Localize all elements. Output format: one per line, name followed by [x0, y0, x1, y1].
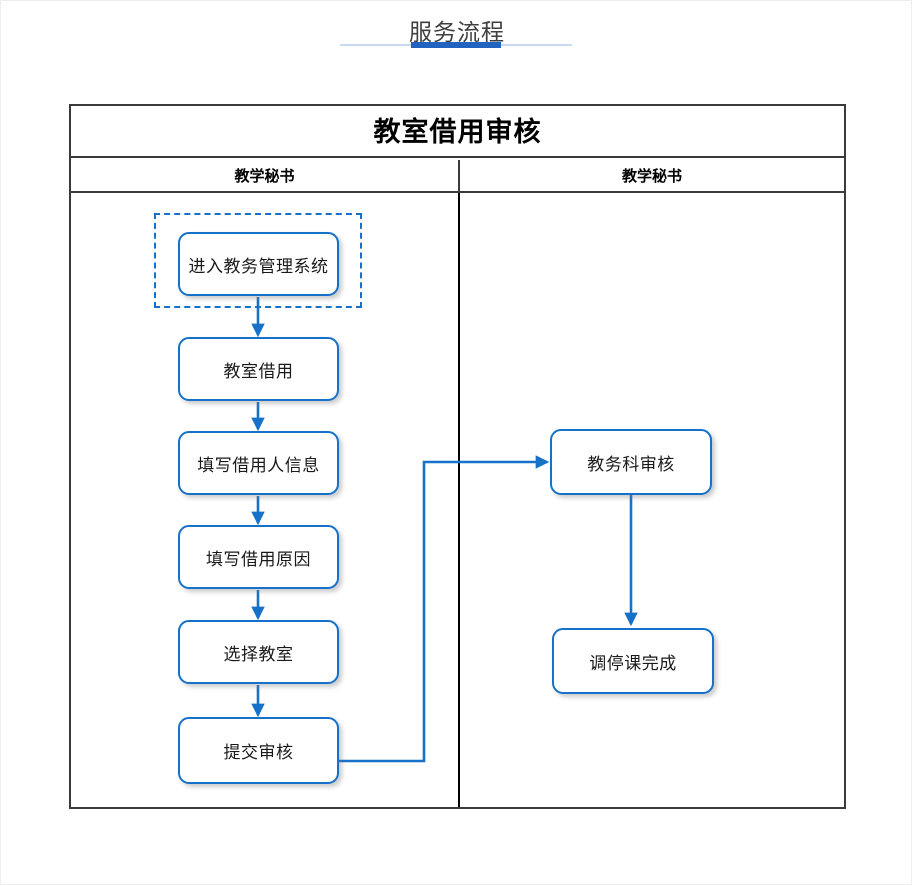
node-reschedule-done[interactable]: 调停课完成	[552, 628, 714, 694]
node-submit-review-label: 提交审核	[223, 743, 294, 762]
node-enter-system-label: 进入教务管理系统	[188, 256, 329, 276]
page-title-block: 服务流程	[1, 17, 912, 47]
node-loan-reason-label: 填写借用原因	[206, 549, 311, 569]
node-dept-review[interactable]: 教务科审核	[550, 429, 712, 495]
node-loan-reason[interactable]: 填写借用原因	[178, 525, 339, 589]
lane-divider	[458, 193, 460, 807]
node-submit-review[interactable]: 提交审核	[178, 717, 339, 784]
page-title: 服务流程	[409, 19, 505, 45]
node-select-room[interactable]: 选择教室	[178, 620, 339, 684]
lane-header-left: 教学秘书	[71, 160, 458, 193]
node-dept-review-label: 教务科审核	[587, 454, 675, 474]
node-reschedule-done-label: 调停课完成	[589, 653, 677, 673]
node-borrower-info-label: 填写借用人信息	[197, 455, 320, 475]
node-classroom-loan[interactable]: 教室借用	[178, 337, 339, 401]
node-enter-system[interactable]: 进入教务管理系统	[178, 232, 339, 296]
diagram-title: 教室借用审核	[71, 106, 844, 158]
node-select-room-label: 选择教室	[223, 644, 294, 664]
lane-header-right: 教学秘书	[458, 160, 844, 193]
node-classroom-loan-label: 教室借用	[223, 361, 294, 381]
title-underline-accent	[411, 42, 501, 48]
node-borrower-info[interactable]: 填写借用人信息	[178, 431, 339, 495]
